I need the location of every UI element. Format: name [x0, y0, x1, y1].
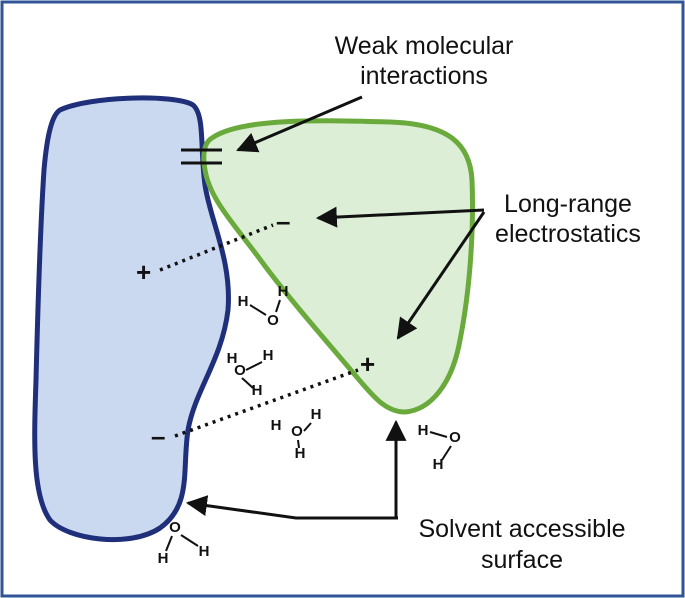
svg-text:H: H	[252, 382, 263, 399]
water-molecule-2: H O H H	[227, 347, 274, 399]
svg-text:O: O	[449, 429, 461, 446]
arrow-solvent-surface-left	[185, 495, 398, 520]
arrow-weak-interactions	[236, 95, 363, 153]
svg-text:H: H	[418, 422, 429, 439]
label-weak-interactions-line1: Weak molecular	[335, 32, 514, 60]
charge-minus-green: –	[276, 206, 290, 236]
water-molecule-5: O H H	[158, 519, 210, 567]
svg-text:H: H	[227, 350, 238, 367]
arrow-long-range-upper	[315, 206, 485, 228]
svg-text:H: H	[263, 347, 274, 364]
label-solvent-line2: surface	[481, 546, 563, 574]
svg-text:O: O	[169, 519, 181, 536]
svg-text:H: H	[199, 543, 210, 560]
svg-text:H: H	[433, 456, 444, 473]
svg-text:H: H	[295, 445, 306, 462]
svg-text:O: O	[291, 423, 303, 440]
water-molecule-3: H O H H	[271, 406, 322, 462]
water-molecule-4: H O H	[418, 422, 462, 473]
label-weak-interactions-line2: interactions	[360, 62, 488, 90]
svg-text:H: H	[278, 283, 289, 300]
label-long-range-line2: electrostatics	[495, 220, 641, 248]
electrostatic-dotted-line-lower	[174, 368, 359, 438]
charge-plus-blue: +	[136, 257, 151, 287]
svg-text:O: O	[267, 312, 279, 329]
arrow-long-range-lower	[396, 211, 486, 340]
blue-molecule	[32, 95, 231, 543]
svg-text:H: H	[271, 417, 282, 434]
charge-plus-green: +	[360, 349, 375, 379]
svg-text:H: H	[158, 550, 169, 567]
water-molecule-1: H O H	[238, 283, 289, 329]
svg-text:O: O	[234, 362, 246, 379]
svg-text:H: H	[311, 406, 322, 423]
charge-minus-blue: –	[151, 421, 165, 451]
label-long-range-line1: Long-range	[504, 190, 632, 218]
label-solvent-line1: Solvent accessible	[418, 515, 625, 543]
svg-text:H: H	[238, 293, 249, 310]
